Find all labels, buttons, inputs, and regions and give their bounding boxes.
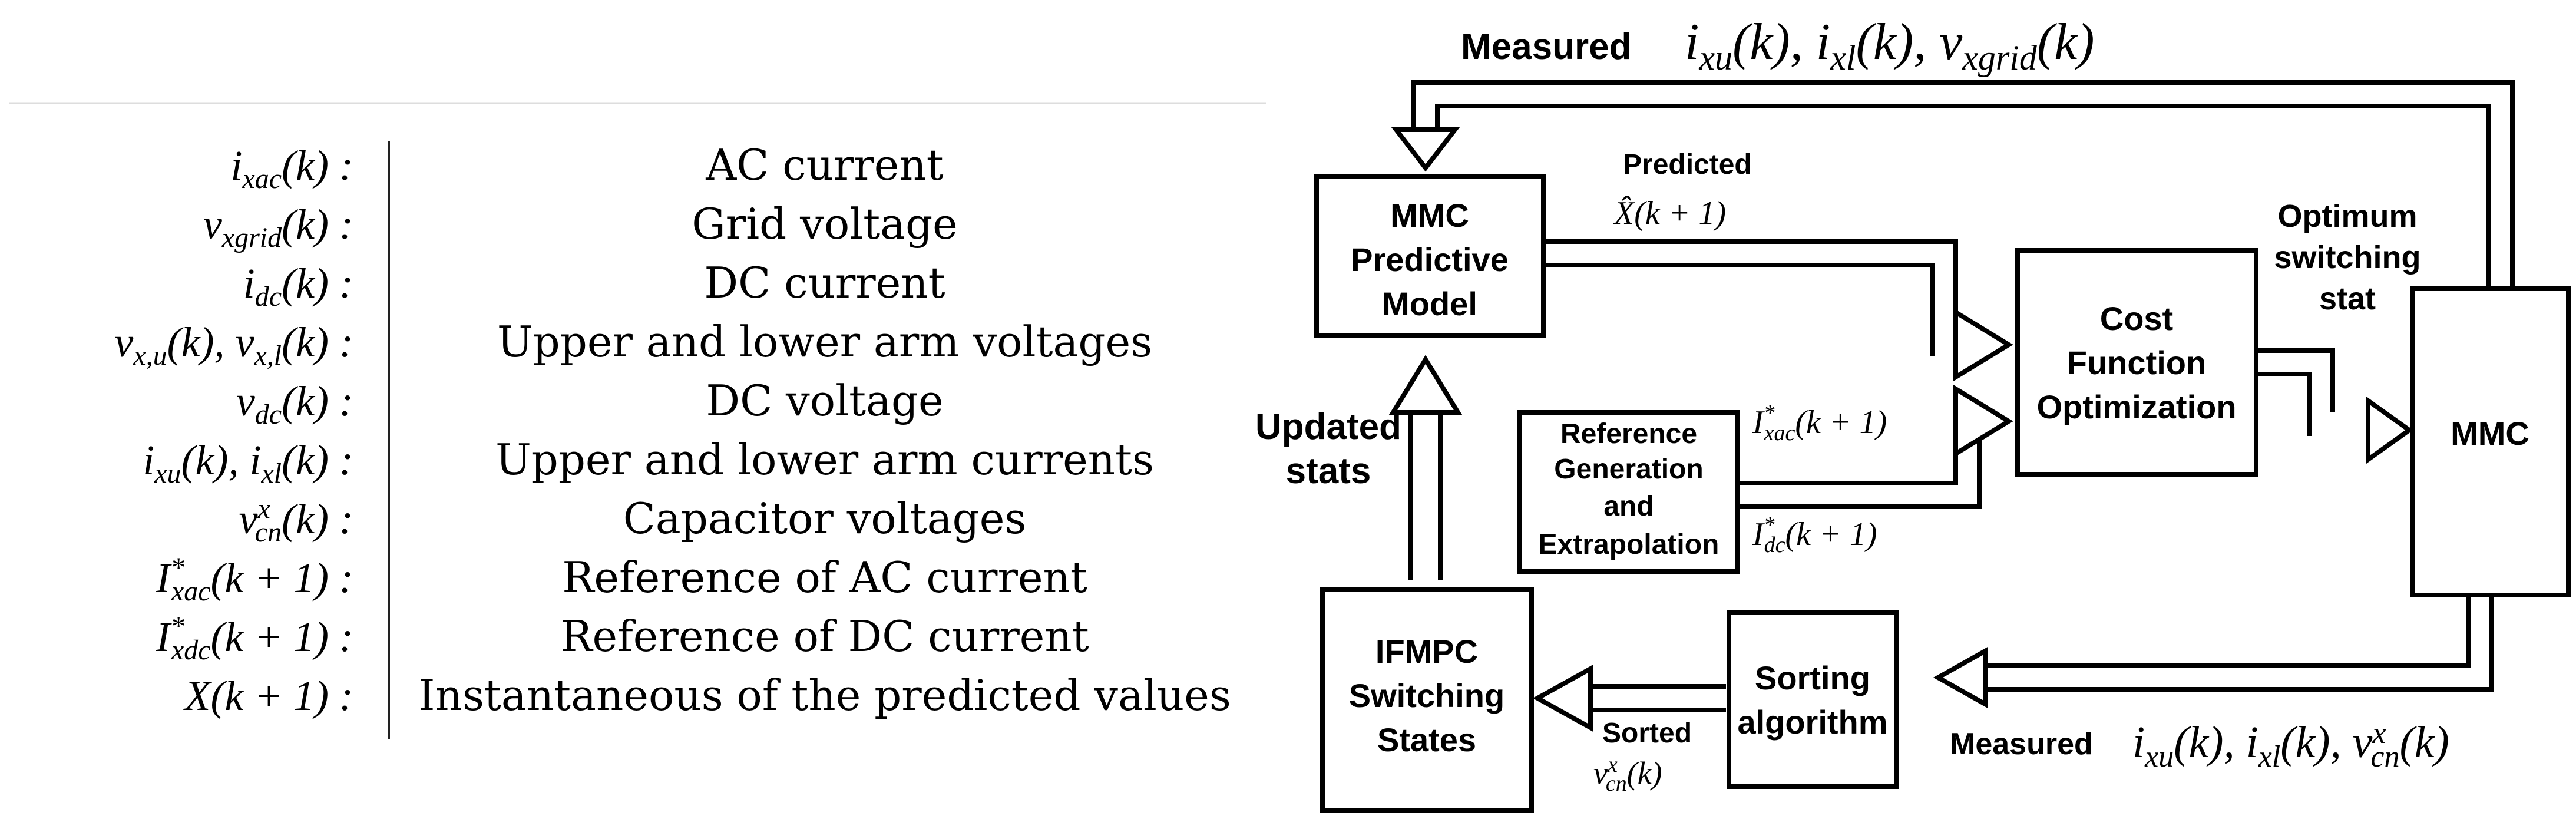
legend-row: X(k + 1) : Instantaneous of the predicte… xyxy=(183,671,1231,720)
reference-generation-block xyxy=(1517,410,1740,574)
legend-symbol: vxgrid(k) : xyxy=(203,201,353,253)
sorted-label: Sorted xyxy=(1602,718,1692,749)
legend-symbol: ixac(k) : xyxy=(230,142,353,194)
symbol-legend: ixac(k) : AC current vxgrid(k) : Grid vo… xyxy=(9,102,1266,739)
block-label: Optimization xyxy=(2036,388,2236,425)
ref-ac-math: I*xac(k + 1) xyxy=(1752,401,1887,445)
legend-row: I*xac(k + 1) : Reference of AC current xyxy=(156,552,1087,607)
ref-dc-math: I*dc(k + 1) xyxy=(1752,513,1877,557)
legend-description: AC current xyxy=(705,140,943,190)
block-label: Model xyxy=(1382,285,1477,322)
legend-description: Grid voltage xyxy=(692,199,958,249)
legend-description: Upper and lower arm voltages xyxy=(497,317,1152,366)
legend-symbol: vdc(k) : xyxy=(236,378,353,430)
sorting-algorithm-block xyxy=(1727,610,1899,789)
sorted-arrow xyxy=(1532,665,1726,732)
legend-row: vxgrid(k) : Grid voltage xyxy=(203,199,958,253)
block-label: Function xyxy=(2067,344,2206,381)
legend-symbol: vx,u(k), vx,l(k) : xyxy=(114,319,353,371)
block-labels: MMC Predictive Model Cost Function Optim… xyxy=(1349,197,2529,758)
block-label: States xyxy=(1377,721,1476,758)
optimum-label: stat xyxy=(2319,281,2376,316)
predicted-arrow xyxy=(1543,239,2013,382)
legend-row: vx,u(k), vx,l(k) : Upper and lower arm v… xyxy=(114,317,1152,371)
legend-row: I*xdc(k + 1) : Reference of DC current xyxy=(156,611,1089,666)
block-label: IFMPC xyxy=(1375,633,1478,670)
mmc-block xyxy=(2410,286,2571,597)
block-label: Switching xyxy=(1349,677,1504,714)
updated-stats-arrow xyxy=(1388,355,1463,580)
optimum-label: switching xyxy=(2274,240,2420,275)
ifmpc-block xyxy=(1320,587,1534,813)
legend-description: Capacitor voltages xyxy=(623,494,1027,543)
block-label: MMC xyxy=(1390,197,1469,234)
block-label: Extrapolation xyxy=(1539,529,1719,560)
measured-top-math: ixu(k), ixl(k), vxgrid(k) xyxy=(1685,14,2095,77)
legend-symbol: idc(k) : xyxy=(243,260,353,312)
legend-symbol: I*xdc(k + 1) : xyxy=(156,611,353,666)
block-label: Reference xyxy=(1560,418,1697,450)
block-label: MMC xyxy=(2451,415,2529,452)
measured-feedback-arrow-top xyxy=(1391,80,2515,289)
block-label: and xyxy=(1603,491,1654,522)
updated-label: Updated xyxy=(1255,407,1401,447)
legend-symbol: ixu(k), ixl(k) : xyxy=(143,437,353,489)
legend-description: Upper and lower arm currents xyxy=(495,435,1154,484)
legend-symbol: I*xac(k + 1) : xyxy=(156,552,353,607)
legend-row: idc(k) : DC current xyxy=(243,258,945,312)
mmc-predictive-model-block xyxy=(1314,174,1546,338)
block-label: Cost xyxy=(2100,300,2173,337)
block-label: algorithm xyxy=(1737,704,1887,741)
legend-symbol: X(k + 1) : xyxy=(183,672,353,719)
legend-description: Reference of DC current xyxy=(560,612,1089,661)
legend-description: Reference of AC current xyxy=(562,553,1087,602)
measured-feedback-arrow-bottom xyxy=(1933,595,2494,708)
optimum-label: Optimum xyxy=(2278,199,2418,234)
legend-description: DC current xyxy=(704,258,945,308)
reference-arrow xyxy=(1738,384,2013,509)
block-label: Generation xyxy=(1554,454,1703,485)
legend-row: ixac(k) : AC current xyxy=(230,140,943,194)
measured-bottom-label: Measured xyxy=(1950,727,2093,761)
arrow-labels: Measured ixu(k), ixl(k), vxgrid(k) Predi… xyxy=(1255,14,2449,796)
legend-row: vdc(k) : DC voltage xyxy=(236,376,944,430)
predicted-label: Predicted xyxy=(1623,149,1752,180)
updated-label: stats xyxy=(1286,451,1371,491)
block-label: Predictive xyxy=(1351,241,1509,278)
predicted-math: X̂(k + 1) xyxy=(1613,195,1726,232)
legend-description: Instantaneous of the predicted values xyxy=(418,671,1231,720)
optimum-arrow xyxy=(2256,348,2413,464)
measured-top-label: Measured xyxy=(1461,27,1631,67)
legend-row: ixu(k), ixl(k) : Upper and lower arm cur… xyxy=(143,435,1154,489)
legend-description: DC voltage xyxy=(706,376,943,425)
cost-function-block xyxy=(2015,248,2258,477)
block-label: Sorting xyxy=(1755,659,1870,696)
block-diagram xyxy=(1314,80,2571,813)
